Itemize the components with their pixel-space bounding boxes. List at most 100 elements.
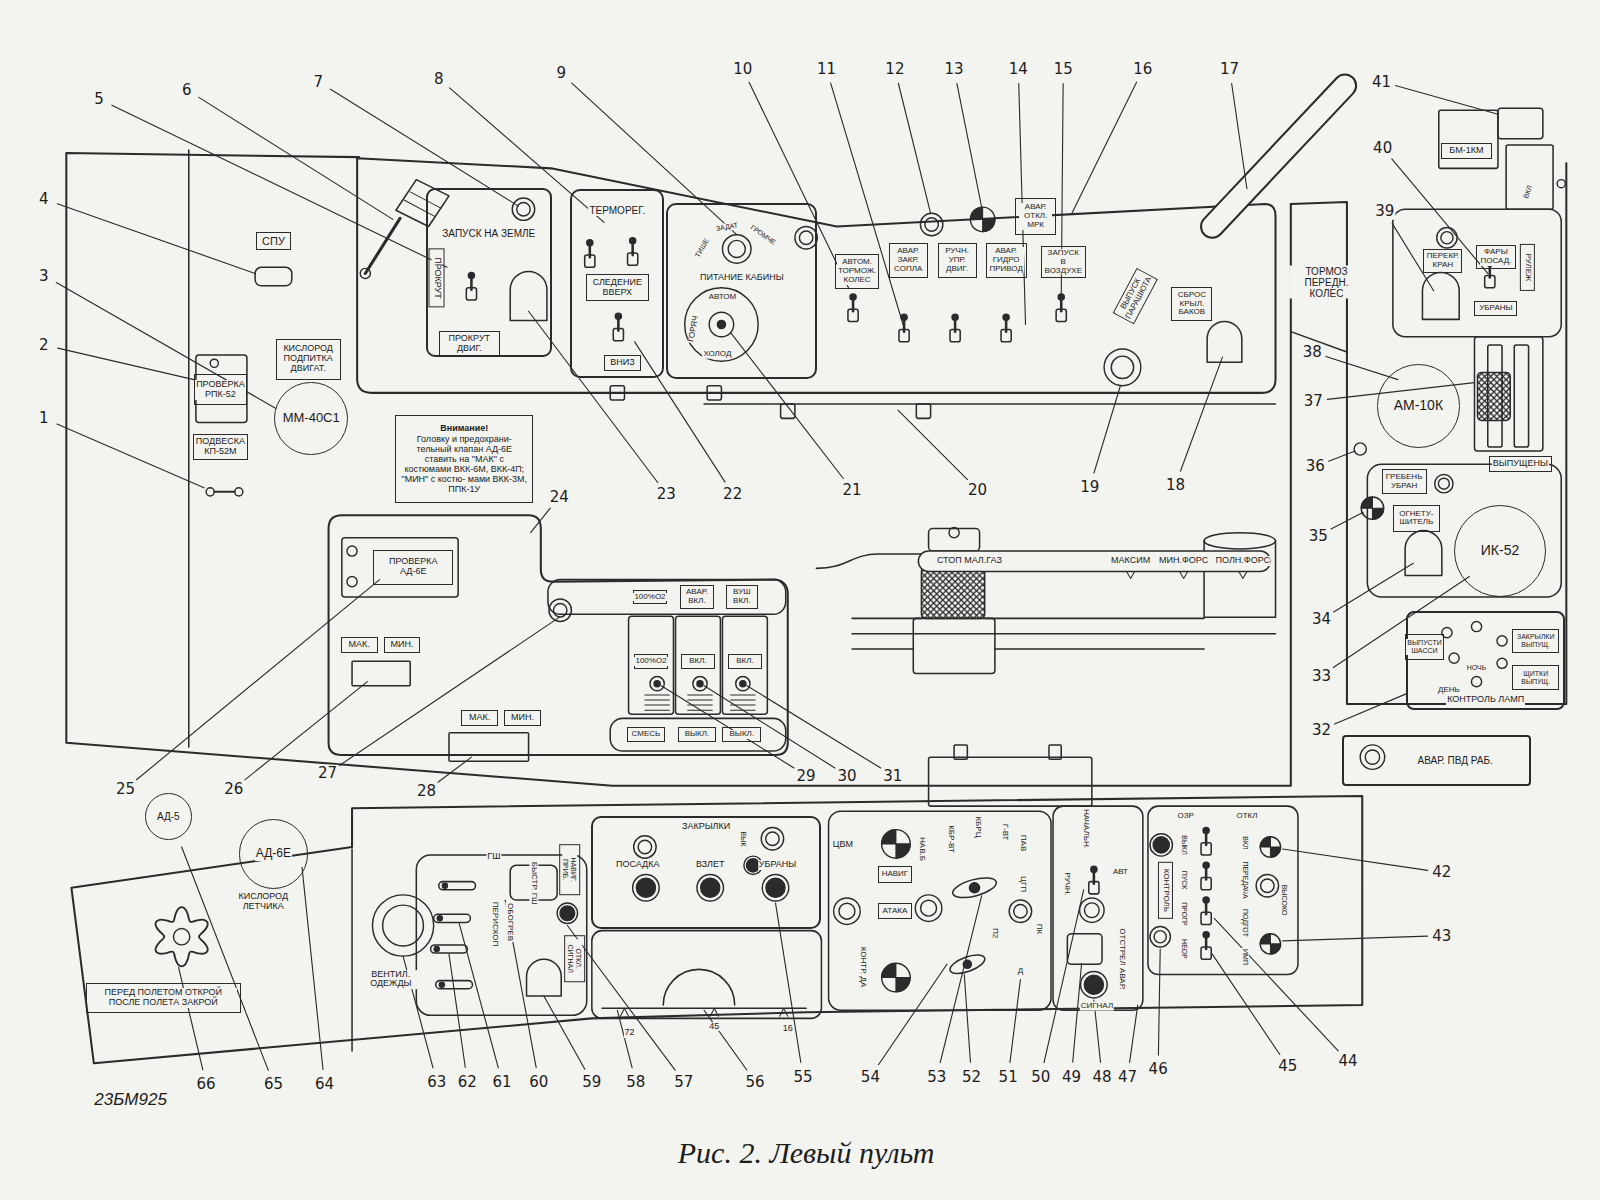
placard-text: НАВИГ: [881, 870, 910, 879]
callout-number: 34: [1311, 611, 1332, 628]
lamp: [1471, 677, 1481, 687]
leader-line: [747, 686, 881, 768]
panel-label: ОТСТРЕЛ АВАР.: [1118, 927, 1127, 990]
button-quarter: [1260, 837, 1270, 847]
toggle-hub: [697, 681, 703, 687]
bm-housing: [1439, 110, 1498, 168]
placard-text: ПРОКРУТ: [432, 256, 442, 300]
toggle-lever: [852, 299, 855, 311]
placard-box: АВАР. ГИДРО ПРИВОД: [986, 243, 1027, 278]
callout-number: 14: [1008, 61, 1029, 78]
lamp-lens: [925, 218, 938, 231]
rpk-plate: [196, 355, 247, 422]
placard-text: КОНТРОЛЬ: [1161, 868, 1170, 913]
leader-line: [544, 996, 585, 1069]
oxygen-plate: [329, 515, 788, 755]
selector-hub: [717, 320, 725, 328]
panel-label: ТИШЕ: [693, 236, 711, 259]
panel-label: НАЧАЛЬН.: [1081, 808, 1090, 850]
placard-box: ПЕРЕД ПОЛЕТОМ ОТКРОЙ ПОСЛЕ ПОЛЕТА ЗАКРОЙ: [86, 983, 241, 1014]
switch-frame: [722, 616, 767, 714]
lamp-ring: [1435, 474, 1453, 492]
lamp-lens: [553, 603, 566, 616]
leader-line: [940, 896, 981, 1063]
flap-gauge-arc: [663, 969, 734, 1005]
check-plate: [342, 538, 458, 597]
panel-label: ВЕНТИЛ. ОДЕЖДЫ: [361, 970, 420, 990]
instrument-plate: [1367, 464, 1561, 597]
toggle-lever: [617, 318, 620, 330]
radio-plate: [1148, 806, 1298, 974]
lamp: [1497, 658, 1507, 668]
callout-number: 33: [1311, 667, 1332, 684]
placard-text: ТЕРМОРЕГ.: [588, 205, 646, 216]
panel-label: ДЕНЬ: [1437, 685, 1461, 694]
callout-number: 56: [745, 1073, 766, 1090]
panel-label: ОТКЛ: [1235, 812, 1258, 821]
lamp-lens: [1261, 879, 1274, 892]
panel-label: МАКСИМ: [1110, 556, 1151, 566]
callout-number: 60: [528, 1073, 549, 1090]
placard-text: ПЕРЕД ПОЛЕТОМ ОТКРОЙ ПОСЛЕ ПОЛЕТА ЗАКРОЙ: [90, 988, 237, 1008]
placard-text: ЗАПУСК НА ЗЕМЛЕ: [441, 228, 536, 239]
callout-number: 37: [1303, 393, 1324, 410]
rib: [645, 694, 669, 695]
leader-line: [567, 926, 675, 1071]
push-button: [557, 903, 577, 923]
leader-line: [57, 204, 255, 274]
scale-mark: [780, 1008, 788, 1016]
panel-label: ПОЛН.ФОРС: [1215, 556, 1272, 566]
placard-box: ВЫПУЩЕНЫ: [1489, 456, 1552, 472]
panel-label: ОБОГРЕВ: [506, 902, 515, 942]
placard-text: МИН.: [390, 640, 415, 650]
placard-text: ММ-40С1: [282, 411, 341, 425]
light-switch-plate: [1053, 806, 1143, 1010]
callout-number: 19: [1079, 478, 1100, 495]
panel-label: НЕОР: [1180, 938, 1188, 960]
hook: [214, 491, 234, 493]
placard-text: СПУ: [261, 235, 286, 247]
lamp-ring: [549, 599, 571, 621]
panel-label: СИГНАЛ: [1080, 1002, 1114, 1011]
panel-label: ВЫКЛ: [1180, 834, 1188, 856]
toggle-ring: [650, 677, 664, 691]
callout-number: 31: [882, 767, 903, 784]
leader-line: [1333, 577, 1469, 668]
rib: [731, 699, 755, 700]
callout-number: 6: [181, 82, 193, 99]
lever: [365, 218, 400, 273]
toggle-lever: [903, 319, 906, 331]
lamp-ring: [1437, 228, 1457, 248]
screw: [916, 404, 930, 418]
leader-line: [1180, 357, 1222, 471]
placard-box: ПРОВЕРКА РПК-52: [194, 374, 247, 405]
leader-line: [1044, 890, 1084, 1063]
placard-box: ЗАПУСК В ВОЗДУХЕ: [1041, 246, 1086, 278]
lamp: [1471, 621, 1481, 631]
callout-number: 59: [581, 1073, 602, 1090]
placard-text: ВЫПУСТИ ШАССИ: [1406, 639, 1442, 654]
placard-box: ОГНЕТУ- ШИТЕЛЬ: [1393, 505, 1440, 532]
button-cap: [636, 878, 655, 897]
scale-mark: [1239, 571, 1247, 578]
toggle-lever: [954, 319, 957, 331]
callout-number: 2: [38, 337, 50, 354]
switch-guard: [1405, 531, 1442, 576]
rib: [688, 694, 712, 695]
panel-label: РУЧН.: [1063, 871, 1072, 897]
panel-box: КОНТРОЛЬ ЛАМПВЫПУСТИ ШАССИЗАКРЫЛКИ ВЫПУЩ…: [1406, 611, 1565, 710]
switch-knob: [437, 916, 442, 921]
placard-box: АВАР. ПВД РАБ.: [1342, 735, 1531, 786]
callout-number: 53: [926, 1068, 947, 1085]
placard-text: ПРОВЕРКА РПК-52: [195, 380, 246, 400]
lamp-lens: [799, 231, 812, 244]
placard-text: АВАР. ПВД РАБ.: [1417, 755, 1494, 766]
box-tab: [1049, 745, 1061, 759]
panel-label: КБР-ВТ: [947, 824, 956, 854]
box-tab: [954, 745, 967, 759]
placard-text: АТАКА: [882, 907, 909, 916]
leader-line: [438, 757, 471, 782]
placard-box: 100%О2: [634, 654, 669, 669]
callout-number: 57: [673, 1073, 694, 1090]
toggle-tip: [1203, 932, 1209, 938]
